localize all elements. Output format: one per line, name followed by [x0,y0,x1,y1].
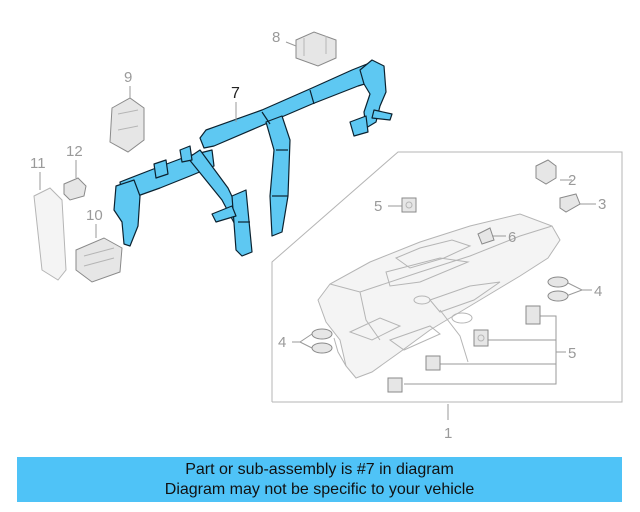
callout-12: 12 [66,143,83,160]
callout-1: 1 [444,425,452,442]
clip-6 [477,227,495,245]
callout-3: 3 [598,196,606,213]
clip-2 [535,159,557,185]
banner-line-2: Diagram may not be specific to your vehi… [164,481,475,498]
callout-5-top: 5 [374,198,382,215]
callout-8: 8 [272,29,280,46]
cross-car-beam-part-7[interactable] [113,59,393,257]
callout-5-right: 5 [568,345,576,362]
callout-9: 9 [124,69,132,86]
clips-5-column [387,305,541,393]
clip-12 [63,160,87,201]
banner-line-1: Part or sub-assembly is #7 in diagram [185,461,454,478]
grommets-4-left [311,328,333,354]
bracket-10 [75,224,123,283]
callout-2: 2 [568,172,576,189]
callout-4-right: 4 [594,283,602,300]
clip-5-top [401,197,417,213]
bracket-8 [285,31,337,67]
bracket-9 [109,86,145,153]
callout-4-left: 4 [278,334,286,351]
callout-11: 11 [30,155,46,172]
grommets-4-right [547,276,569,302]
clip-leaders [292,179,596,420]
callout-6: 6 [508,229,516,246]
callout-10: 10 [86,207,103,224]
info-banner: Part or sub-assembly is #7 in diagram Di… [17,457,622,502]
panel-11 [33,172,67,281]
dashboard-assembly [271,151,623,403]
clip-3 [559,193,581,213]
callout-7: 7 [231,85,240,102]
